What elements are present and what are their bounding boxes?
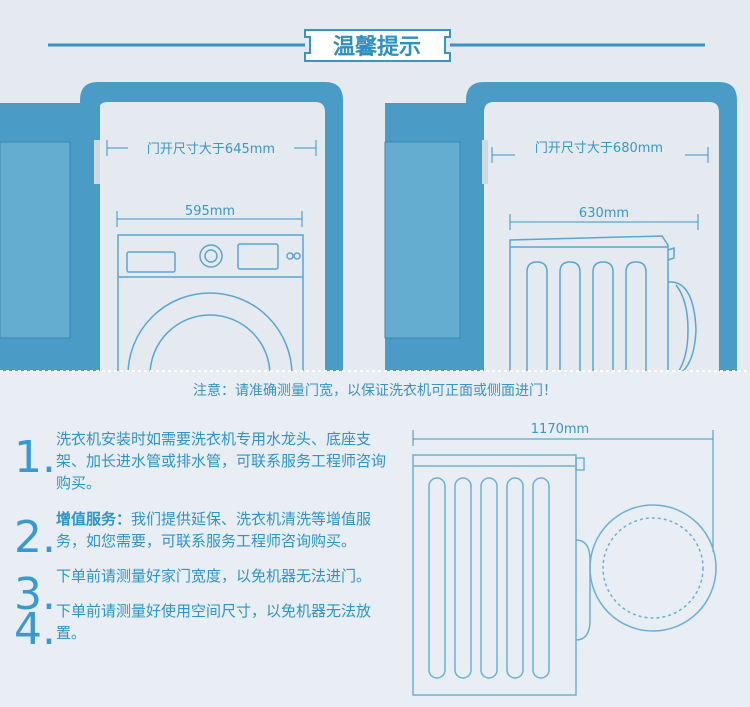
right-door-width-label: 门开尺寸大于680mm <box>535 141 663 156</box>
tip-text: 我们提供延保、洗衣机清洗等增值服务，如您需要，可联系服务工程师咨询购买。 <box>56 510 372 550</box>
front-entry-panel: 门开尺寸大于645mm 595mm <box>0 82 343 376</box>
tips-list: 1. 洗衣机安装时如需要洗衣机专用水龙头、底座支架、加长进水管或排水管，可联系服… <box>14 428 394 652</box>
lower-section-background <box>0 371 750 707</box>
side-entry-panel: 门开尺寸大于680mm 630mm <box>384 82 737 379</box>
tip-text: 下单前请测量好使用空间尺寸，以免机器无法放置。 <box>56 602 372 642</box>
side-washer-illustration <box>509 235 697 379</box>
header-banner: 温馨提示 <box>48 29 705 62</box>
tip-text: 洗衣机安装时如需要洗衣机专用水龙头、底座支架、加长进水管或排水管，可联系服务工程… <box>56 430 387 492</box>
left-door-width-label: 门开尺寸大于645mm <box>147 142 275 157</box>
side-view-washer-illustration <box>412 454 717 696</box>
tip-text: 下单前请测量好家门宽度，以免机器无法进门。 <box>56 567 372 585</box>
measurement-note: 注意：请准确测量门宽，以保证洗衣机可正面或侧面进门！ <box>193 382 557 399</box>
tip-item-4: 4. 下单前请测量好使用空间尺寸，以免机器无法放置。 <box>14 600 394 652</box>
tip-number: 1. <box>14 432 56 483</box>
front-washer-illustration <box>117 234 304 376</box>
tip-number: 4. <box>14 604 56 655</box>
tip-item-1: 1. 洗衣机安装时如需要洗衣机专用水龙头、底座支架、加长进水管或排水管，可联系服… <box>14 428 394 494</box>
right-machine-width-label: 630mm <box>579 206 629 221</box>
page-title: 温馨提示 <box>333 34 421 60</box>
left-machine-width-label: 595mm <box>185 204 235 219</box>
tip-number: 3. <box>14 569 56 620</box>
tip-bold-label: 增值服务： <box>56 510 132 528</box>
tip-number: 2. <box>14 512 56 563</box>
tip-item-2: 2. 增值服务：我们提供延保、洗衣机清洗等增值服务，如您需要，可联系服务工程师咨… <box>14 508 394 560</box>
title-frame <box>304 29 451 62</box>
total-length-label: 1170mm <box>531 422 589 437</box>
side-view-dimension: 1170mm <box>412 418 714 552</box>
tip-item-3: 3. 下单前请测量好家门宽度，以免机器无法进门。 <box>14 565 394 617</box>
